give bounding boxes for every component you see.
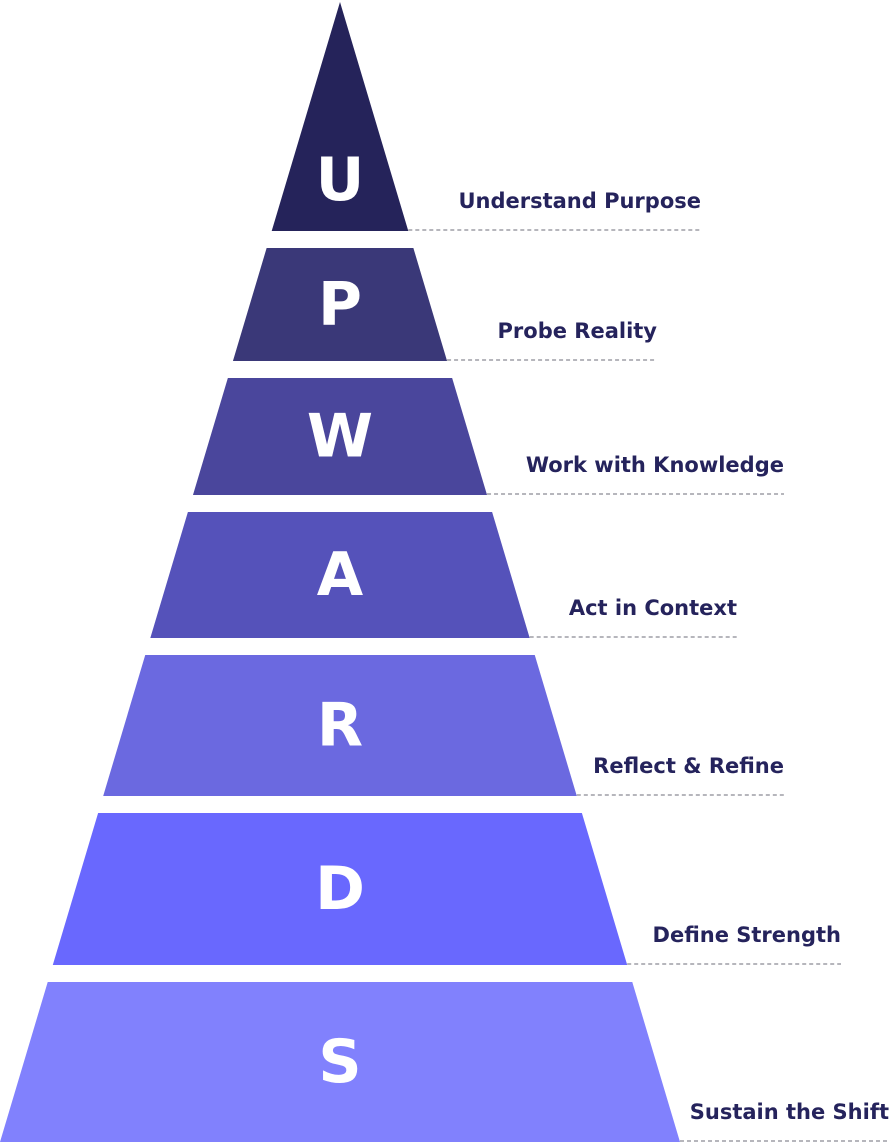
tier-u-label: Understand Purpose <box>458 189 701 213</box>
tier-u-letter: U <box>316 145 365 215</box>
tier-r-letter: R <box>317 691 363 761</box>
tier-w-label: Work with Knowledge <box>526 453 784 477</box>
tier-d-label: Define Strength <box>653 923 841 947</box>
tier-r-shape <box>103 655 577 796</box>
tier-s-letter: S <box>318 1027 361 1097</box>
tier-p-letter: P <box>318 270 362 340</box>
tier-a-shape <box>150 512 530 638</box>
tier-u-shape <box>271 2 409 231</box>
tier-w-shape <box>192 378 488 495</box>
tier-s-label: Sustain the Shift <box>690 1100 889 1124</box>
tier-w-letter: W <box>307 402 373 472</box>
tier-r-label: Reflect & Refine <box>593 754 784 778</box>
tier-a-label: Act in Context <box>569 596 737 620</box>
tier-p-label: Probe Reality <box>498 319 658 343</box>
tier-p-shape <box>232 248 448 361</box>
tier-d-letter: D <box>315 854 365 924</box>
tier-a-letter: A <box>317 540 364 610</box>
tier-d-shape <box>52 813 628 965</box>
tier-s-shape <box>0 982 680 1142</box>
